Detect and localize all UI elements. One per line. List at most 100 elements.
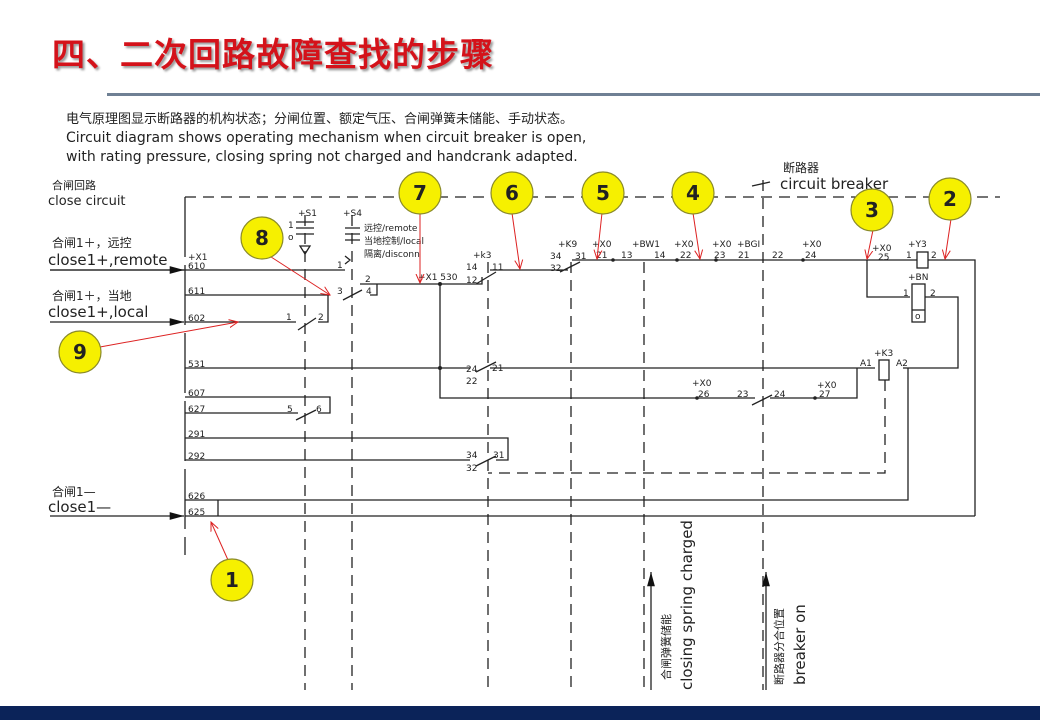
svg-text:32: 32: [550, 264, 561, 274]
svg-text:291: 291: [188, 430, 205, 440]
bn-device: [911, 283, 926, 323]
svg-text:3: 3: [337, 287, 343, 297]
breaker-en: circuit breaker: [780, 175, 889, 193]
svg-text:14: 14: [466, 263, 478, 273]
svg-text:+X1 530: +X1 530: [418, 273, 458, 283]
svg-text:21: 21: [738, 251, 749, 261]
note-en-2: with rating pressure, closing spring not…: [66, 149, 578, 165]
svg-text:8: 8: [255, 226, 269, 250]
callout-arrows: [99, 212, 952, 561]
svg-text:34: 34: [550, 252, 562, 262]
svg-text:627: 627: [188, 405, 205, 415]
svg-text:626: 626: [188, 492, 205, 502]
k3-link: [488, 380, 886, 474]
svg-text:11: 11: [492, 263, 503, 273]
svg-text:+S4: +S4: [343, 209, 362, 219]
breaker-on-cn: 断路器分合位置: [772, 608, 786, 685]
callout-1: 1: [210, 558, 254, 602]
svg-text:o: o: [288, 233, 294, 243]
mechanical-links: [304, 180, 764, 690]
selector-switch-symbols: [296, 221, 360, 265]
close-remote-en: close1+,remote: [48, 251, 167, 269]
callout-2: 2: [928, 177, 972, 221]
close-circuit-cn: 合闸回路: [52, 178, 96, 192]
svg-text:6: 6: [505, 181, 519, 205]
svg-text:23: 23: [737, 390, 748, 400]
close-local-en: close1+,local: [48, 303, 148, 321]
svg-text:+S1: +S1: [298, 209, 317, 219]
wire-x0-26-27: [439, 284, 858, 406]
svg-text:1: 1: [288, 221, 294, 231]
svg-text:13: 13: [621, 251, 632, 261]
svg-text:+X0: +X0: [692, 379, 712, 389]
wire-531: [185, 361, 875, 373]
svg-text:611: 611: [188, 287, 205, 297]
close-minus-cn: 合闸1—: [52, 484, 96, 499]
svg-text:+X0: +X0: [712, 240, 732, 250]
svg-text:o: o: [915, 312, 921, 322]
svg-text:+X0: +X0: [674, 240, 694, 250]
svg-text:32: 32: [466, 464, 477, 474]
svg-text:+BW1: +BW1: [632, 240, 660, 250]
svg-text:+BGI: +BGI: [737, 240, 760, 250]
svg-text:+k3: +k3: [473, 251, 491, 261]
callout-5: 5: [581, 171, 625, 215]
callout-3: 3: [850, 188, 894, 232]
svg-text:24: 24: [805, 251, 817, 261]
title-divider: [107, 93, 1040, 96]
svg-text:+X0: +X0: [802, 240, 822, 250]
svg-text:531: 531: [188, 360, 205, 370]
svg-text:22: 22: [772, 251, 783, 261]
y3-coil: [916, 251, 929, 269]
close-circuit-en: close circuit: [48, 194, 126, 209]
svg-text:31: 31: [575, 252, 586, 262]
slide-title: 四、二次回路故障查找的步骤: [52, 35, 494, 74]
svg-text:7: 7: [413, 181, 427, 205]
svg-text:24: 24: [774, 390, 786, 400]
svg-text:607: 607: [188, 389, 205, 399]
svg-text:+BN: +BN: [908, 273, 928, 283]
svg-text:+K3: +K3: [874, 349, 893, 359]
svg-text:远控/remote: 远控/remote: [364, 222, 418, 234]
svg-text:27: 27: [819, 390, 830, 400]
callout-8: 8: [240, 216, 284, 260]
note-en-1: Circuit diagram shows operating mechanis…: [66, 130, 586, 146]
wire-291-292: [185, 437, 509, 467]
svg-text:9: 9: [73, 340, 87, 364]
svg-text:3: 3: [865, 198, 879, 222]
svg-text:A2: A2: [896, 359, 908, 369]
svg-text:2: 2: [318, 313, 324, 323]
breaker-on-en: breaker on: [791, 604, 809, 685]
svg-text:22: 22: [680, 251, 691, 261]
close-local-cn: 合闸1＋，当地: [52, 288, 132, 303]
svg-text:24: 24: [466, 365, 478, 375]
svg-text:隔离/disconn: 隔离/disconn: [364, 248, 420, 260]
svg-text:625: 625: [188, 508, 205, 518]
svg-text:4: 4: [366, 287, 372, 297]
svg-text:+X1: +X1: [188, 253, 207, 263]
callout-7: 7: [398, 171, 442, 215]
breaker-symbol: [751, 181, 771, 187]
svg-text:2: 2: [931, 251, 937, 261]
svg-text:当地控制/local: 当地控制/local: [364, 235, 424, 247]
svg-text:6: 6: [316, 405, 322, 415]
footer-band: [0, 706, 1040, 720]
svg-text:31: 31: [493, 451, 504, 461]
close-remote-cn: 合闸1＋，远控: [52, 235, 132, 250]
callout-4: 4: [671, 171, 715, 215]
bn-wire: [866, 260, 959, 369]
svg-text:602: 602: [188, 314, 205, 324]
svg-text:5: 5: [596, 181, 610, 205]
close-minus-en: close1—: [48, 498, 111, 516]
svg-text:26: 26: [698, 390, 710, 400]
svg-text:+Y3: +Y3: [908, 240, 927, 250]
svg-text:610: 610: [188, 262, 205, 272]
svg-text:2: 2: [930, 289, 936, 299]
svg-text:1: 1: [906, 251, 912, 261]
svg-text:A1: A1: [860, 359, 872, 369]
breaker-cn: 断路器: [783, 160, 819, 175]
svg-text:1: 1: [225, 568, 239, 592]
spring-en: closing spring charged: [678, 520, 696, 690]
svg-text:5: 5: [287, 405, 293, 415]
svg-text:+X0: +X0: [872, 244, 892, 254]
